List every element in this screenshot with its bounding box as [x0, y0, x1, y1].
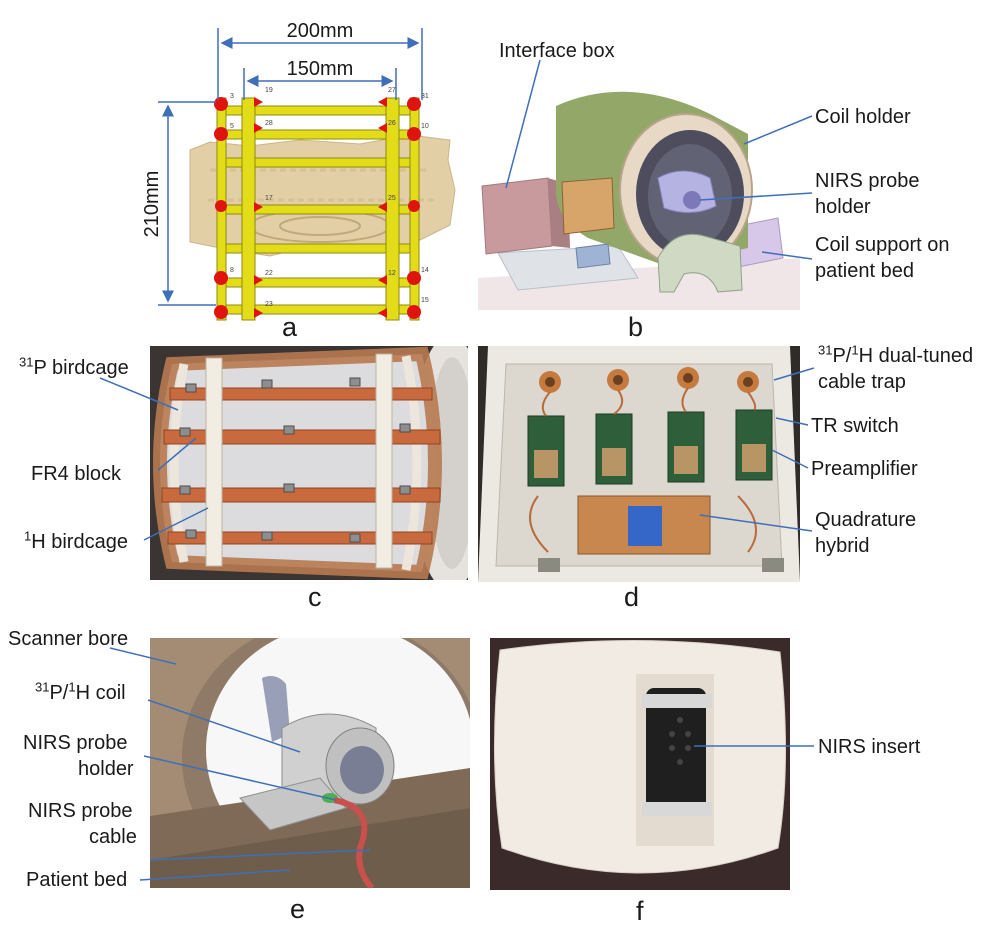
port-number: 17 [265, 195, 273, 202]
label-coil-support-line2: patient bed [815, 260, 914, 282]
label-nirs-holder-line1: NIRS probe [23, 732, 128, 754]
ports [214, 97, 421, 319]
label-cable-trap-line1: 31P/1H dual-tuned [818, 342, 974, 367]
label-tr-switch: TR switch [811, 415, 899, 437]
label-preamplifier: Preamplifier [811, 458, 918, 480]
label-nirs-insert: NIRS insert [818, 736, 921, 758]
panel-a-schematic: 3 19 27 31 5 28 26 10 17 25 8 22 12 14 2… [130, 10, 480, 325]
label-coil: 31P/1H coil [35, 679, 126, 704]
label-interface-box: Interface box [499, 40, 615, 62]
label-cable-trap-line2: cable trap [818, 371, 906, 393]
panel-e-render [150, 638, 470, 888]
port-number: 14 [421, 267, 429, 274]
panel-letter-f: f [636, 896, 644, 926]
port-number: 26 [388, 120, 396, 127]
port-number: 22 [265, 270, 273, 277]
panel-letter-a: a [282, 312, 298, 342]
port-numbers: 3 19 27 31 5 28 26 10 17 25 8 22 12 14 2… [230, 87, 429, 308]
label-nirs-cable-line2: cable [89, 826, 137, 848]
label-scanner-bore: Scanner bore [8, 628, 129, 650]
port-number: 28 [265, 120, 273, 127]
nirs-insert-photo [490, 638, 790, 890]
label-1h-birdcage: 1H birdcage [24, 528, 128, 553]
scanner-render [150, 638, 470, 888]
label-nirs-probe-holder-line1: NIRS probe [815, 170, 920, 192]
label-quadrature-line1: Quadrature [815, 509, 917, 531]
dimension-lines [158, 28, 423, 306]
panel-letter-c: c [308, 582, 322, 612]
panel-b-cad [478, 78, 800, 310]
label-fr4-block: FR4 block [31, 463, 122, 485]
birdcage-photo [150, 346, 468, 580]
dimension-inner-width: 150mm [287, 58, 354, 80]
port-number: 10 [421, 123, 429, 130]
cable-traps [539, 367, 759, 393]
coil-holder-render [478, 91, 800, 310]
label-nirs-cable-line1: NIRS probe [28, 800, 133, 822]
panel-letter-d: d [624, 582, 640, 612]
copper-rungs [161, 387, 441, 545]
port-number: 12 [388, 270, 396, 277]
port-number: 3 [230, 93, 234, 100]
label-nirs-holder-line2: holder [78, 758, 134, 780]
label-patient-bed: Patient bed [26, 869, 128, 891]
birdcage-diagram: 3 19 27 31 5 28 26 10 17 25 8 22 12 14 2… [141, 20, 456, 321]
panel-letter-b: b [628, 312, 644, 342]
panel-letter-e: e [290, 894, 306, 924]
dimension-outer-width: 200mm [287, 20, 354, 42]
dimension-height: 210mm [141, 171, 163, 238]
label-coil-support-line1: Coil support on [815, 234, 950, 256]
panel-c-photo [150, 346, 468, 580]
port-number: 23 [265, 301, 273, 308]
label-coil-holder: Coil holder [815, 106, 911, 128]
port-number: 25 [388, 195, 396, 202]
coil-holder [555, 91, 753, 267]
label-31p-birdcage: 31P birdcage [19, 354, 129, 379]
label-quadrature-line2: hybrid [815, 535, 870, 557]
port-number: 15 [421, 297, 429, 304]
port-number: 31 [421, 93, 429, 100]
nirs-probe-holder [657, 170, 717, 213]
panel-f-photo [490, 638, 790, 890]
interface-box-photo [478, 346, 800, 582]
panel-d-photo [478, 346, 800, 582]
nirs-probe [646, 688, 706, 816]
port-number: 5 [230, 123, 234, 130]
label-nirs-probe-holder-line2: holder [815, 196, 871, 218]
port-number: 19 [265, 87, 273, 94]
port-number: 27 [388, 87, 396, 94]
port-number: 8 [230, 267, 234, 274]
quadrature-hybrid [577, 495, 711, 555]
